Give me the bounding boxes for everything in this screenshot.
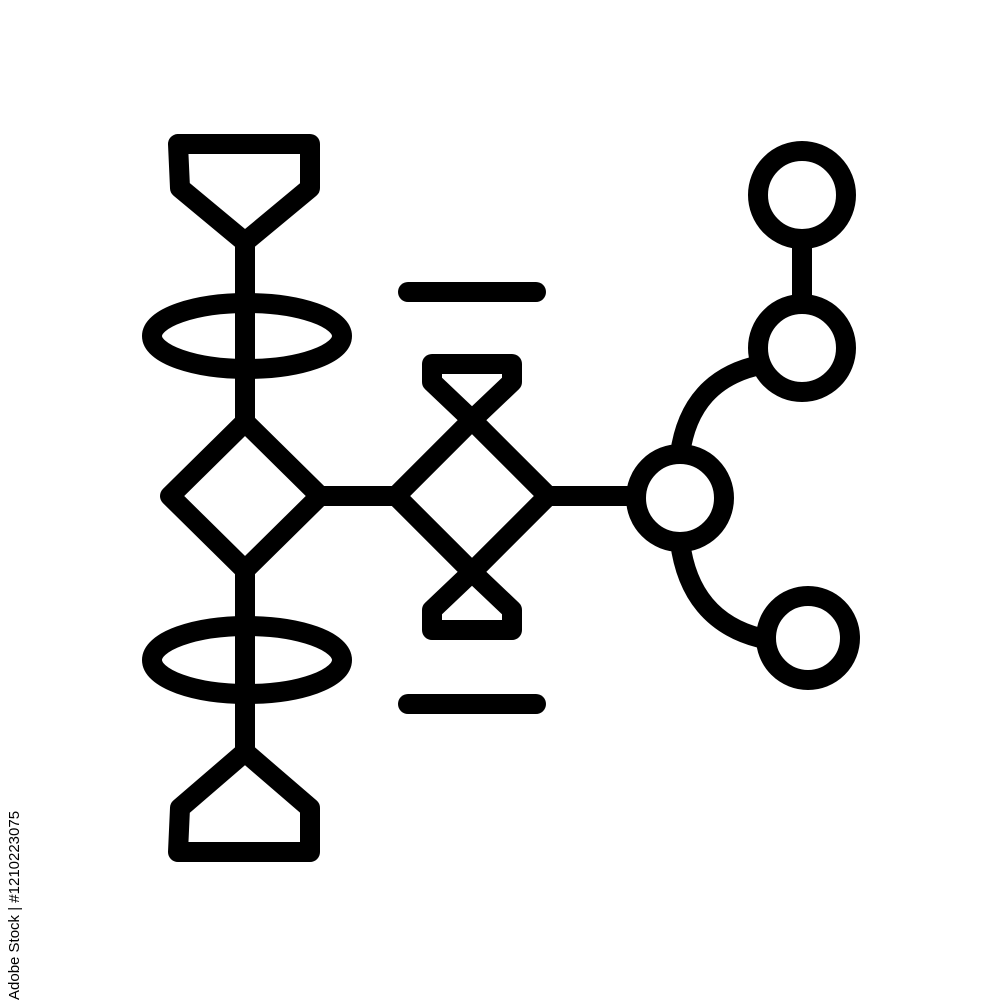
middle-diamond-shape [386,410,558,582]
top-hourglass-shape [422,354,522,430]
hub-circle-shape [626,444,734,552]
bottom-pentagon-shape [168,742,320,862]
upper-ellipse-shape [142,293,352,379]
bottom-hourglass-shape [422,562,522,640]
stock-id-label: Adobe Stock | #1210223075 [6,810,23,1000]
lower-ellipse-shape [142,616,352,704]
lower-branch-arc [670,532,770,648]
upper-branch-arc [670,355,770,464]
top-right-circle-shape [748,141,856,249]
stock-id-label-container: Adobe Stock | #1210223075 [2,760,28,1000]
left-diamond-shape [160,412,330,580]
bottom-right-circle-shape [756,586,860,690]
middle-right-circle-shape [748,294,856,402]
top-pentagon-shape [168,134,320,252]
